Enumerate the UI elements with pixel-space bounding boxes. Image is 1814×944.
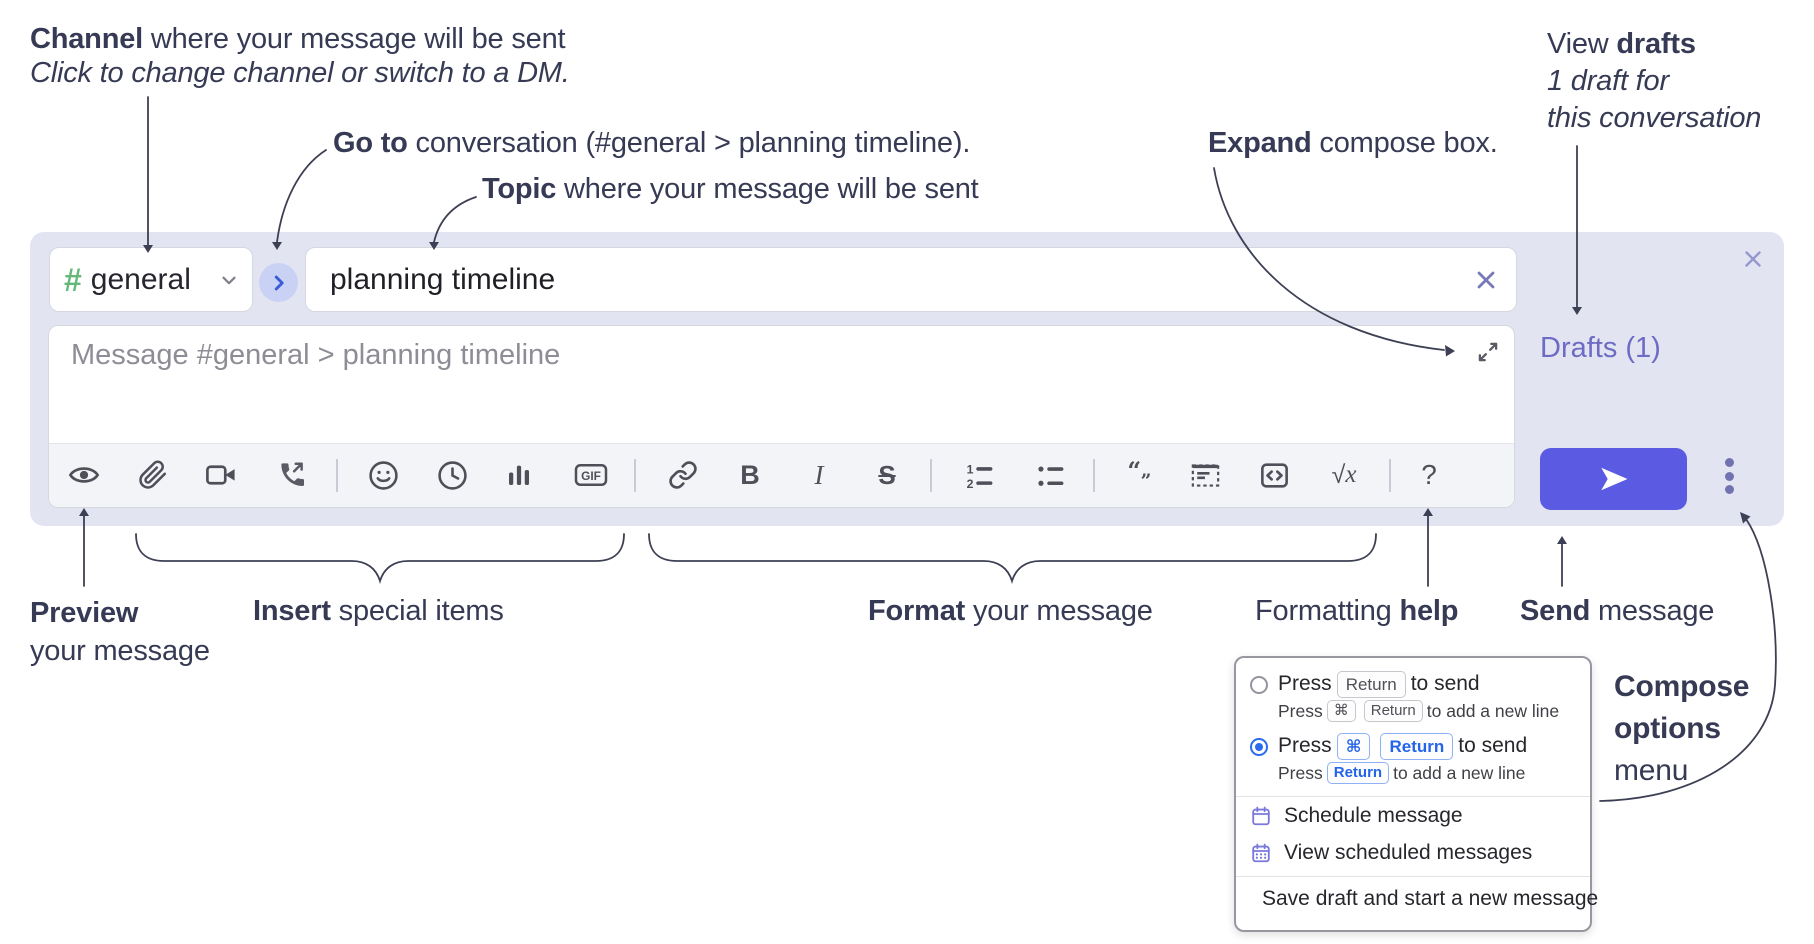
key-return: Return xyxy=(1326,762,1390,784)
radio-unchecked-icon[interactable] xyxy=(1250,675,1268,694)
annotation-send: Send message xyxy=(1520,595,1715,627)
time-icon[interactable] xyxy=(432,455,472,495)
send-arrowhead xyxy=(1557,536,1567,544)
annotation-preview: Preview your message xyxy=(30,597,210,667)
expand-compose-button[interactable] xyxy=(1474,338,1502,366)
video-call-icon[interactable] xyxy=(201,455,241,495)
toolbar-divider xyxy=(930,459,932,492)
goto-connector-line xyxy=(276,149,327,243)
calendar-days-icon xyxy=(1252,843,1270,863)
message-input[interactable] xyxy=(49,326,1514,444)
compose-toolbar: GIF B I S 1 2 xyxy=(49,443,1514,507)
annotation-format: Format your message xyxy=(868,595,1153,627)
menu-divider xyxy=(1236,876,1590,877)
bulleted-list-icon[interactable] xyxy=(1030,455,1070,495)
preview-eye-icon[interactable] xyxy=(64,455,104,495)
key-cmd: ⌘ xyxy=(1326,700,1356,722)
menu-divider xyxy=(1236,796,1590,797)
calendar-icon xyxy=(1252,806,1270,826)
svg-text:GIF: GIF xyxy=(581,469,601,483)
svg-text:1: 1 xyxy=(966,462,973,476)
gif-icon[interactable]: GIF xyxy=(571,455,611,495)
menu-item-schedule-message[interactable]: Schedule message xyxy=(1236,797,1590,834)
numbered-list-icon[interactable]: 1 2 xyxy=(959,455,999,495)
toolbar-divider xyxy=(1389,459,1391,492)
menu-item-view-scheduled[interactable]: View scheduled messages xyxy=(1236,834,1590,871)
go-to-conversation-button[interactable] xyxy=(259,263,298,302)
code-icon[interactable] xyxy=(1254,455,1294,495)
toolbar-divider xyxy=(1093,459,1095,492)
annotation-topic: Topic where your message will be sent xyxy=(482,173,979,205)
message-area: GIF B I S 1 2 xyxy=(48,325,1515,508)
help-icon[interactable]: ? xyxy=(1421,459,1437,490)
annotation-channel: Channel where your message will be sent … xyxy=(30,23,570,89)
spoiler-icon[interactable] xyxy=(1185,455,1225,495)
key-return: Return xyxy=(1363,700,1423,722)
toolbar-divider xyxy=(336,459,338,492)
strikethrough-icon[interactable]: S xyxy=(878,459,896,490)
link-icon[interactable] xyxy=(663,455,703,495)
italic-icon[interactable]: I xyxy=(814,459,824,490)
svg-text:2: 2 xyxy=(966,476,973,490)
annotation-insert: Insert special items xyxy=(253,595,504,627)
clear-topic-button[interactable] xyxy=(1472,266,1500,294)
chevron-down-icon xyxy=(222,276,236,284)
key-return: Return xyxy=(1336,671,1406,698)
channel-selector[interactable]: # general xyxy=(49,247,253,312)
math-icon[interactable]: √x xyxy=(1331,460,1357,489)
channel-hash-icon: # xyxy=(64,261,82,298)
topic-input[interactable] xyxy=(330,262,1472,297)
drafts-link[interactable]: Drafts (1) xyxy=(1540,332,1661,364)
close-icon xyxy=(1745,251,1761,267)
annotation-view-drafts: View drafts 1 draft for this conversatio… xyxy=(1547,28,1762,134)
bold-icon[interactable]: B xyxy=(740,459,760,490)
annotation-formatting-help: Formatting help xyxy=(1255,595,1459,627)
poll-chart-icon[interactable] xyxy=(499,455,539,495)
voice-call-icon[interactable] xyxy=(271,455,311,495)
svg-text:“: “ xyxy=(1127,459,1140,485)
annotation-compose-options: Compose options menu xyxy=(1614,670,1750,787)
format-brace xyxy=(648,533,1377,585)
toolbar-divider xyxy=(634,459,636,492)
emoji-icon[interactable] xyxy=(363,455,403,495)
close-compose-button[interactable] xyxy=(1738,244,1768,274)
topic-field xyxy=(305,247,1517,312)
attach-file-icon[interactable] xyxy=(133,455,173,495)
annotation-go-to: Go to conversation (#general > planning … xyxy=(333,127,971,159)
menu-item-save-draft[interactable]: Save draft and start a new message xyxy=(1236,877,1598,921)
send-plane-icon xyxy=(1600,467,1627,491)
insert-brace xyxy=(135,533,625,585)
close-icon xyxy=(1477,271,1495,288)
svg-text:”: ” xyxy=(1141,470,1151,491)
key-cmd: ⌘ xyxy=(1336,733,1371,760)
annotation-expand: Expand compose box. xyxy=(1208,127,1498,159)
channel-name: general xyxy=(90,262,191,296)
radio-checked-icon[interactable] xyxy=(1250,737,1268,756)
send-button[interactable] xyxy=(1540,448,1687,510)
quote-icon[interactable]: “ ” xyxy=(1122,455,1162,495)
expand-diagonal-icon xyxy=(1478,342,1498,362)
compose-options-kebab-icon[interactable] xyxy=(1719,458,1739,494)
chevron-right-icon xyxy=(274,275,284,290)
key-return: Return xyxy=(1380,733,1454,760)
compose-box: # general Drafts (1) xyxy=(30,232,1784,526)
